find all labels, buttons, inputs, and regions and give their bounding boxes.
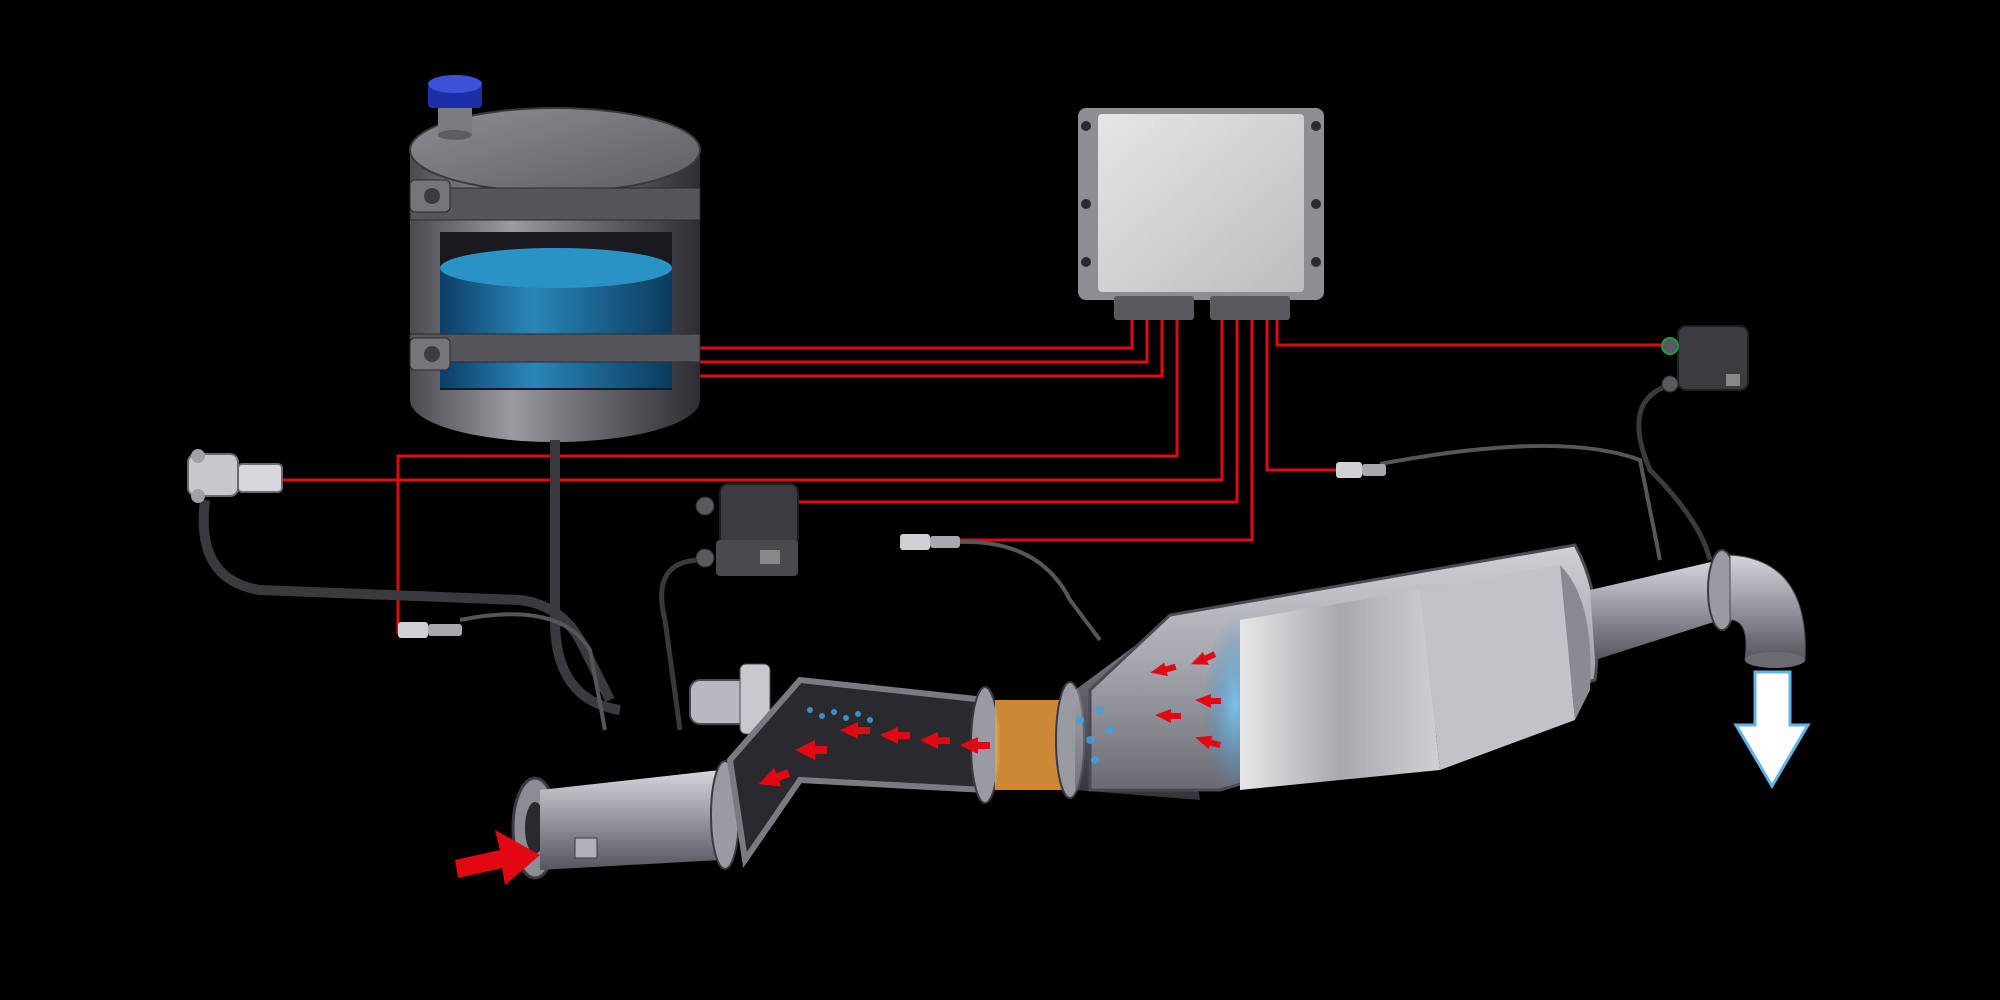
tank-cap-icon [428,75,482,108]
ecu-connector-right [1210,296,1290,320]
control-unit [1078,108,1324,320]
catalytic-converter [1088,543,1599,793]
exhaust-outlet-arrow [1733,670,1811,789]
wiring-harness [282,318,1672,634]
mixer-element [995,700,1065,790]
pressure-sensor [187,449,615,703]
nox-sensor-downstream [1636,325,1749,561]
temperature-probe-left [398,612,607,731]
ecu-connector-left [1114,296,1194,320]
nox-sensor-upstream [659,483,799,731]
urea-tank [409,75,701,715]
dosing-injector [689,663,771,735]
urea-spray [807,706,1114,764]
temperature-probe-mid [900,534,1102,642]
internal-flow-arrows [758,651,1221,787]
exhaust-pipe [511,543,1806,880]
temperature-probe-downstream [1336,443,1662,561]
exhaust-inlet-arrow [455,830,540,885]
